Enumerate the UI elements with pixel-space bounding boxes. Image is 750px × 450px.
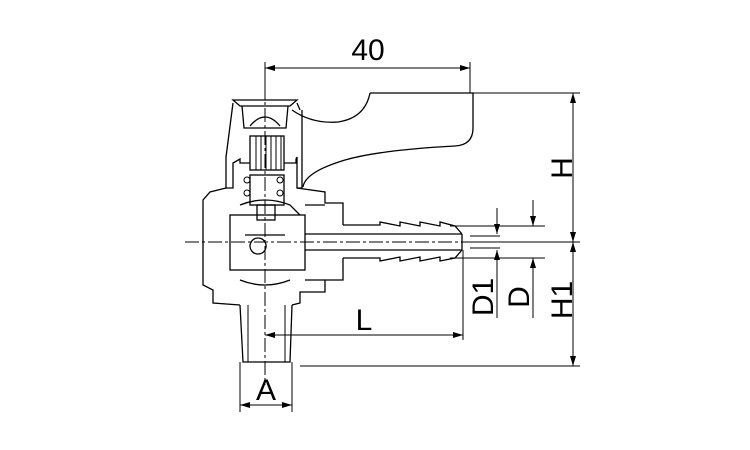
dimension-label-D1: D1 (467, 278, 500, 316)
dimension-lines (239, 62, 580, 412)
threaded-end (239, 304, 293, 363)
dimension-label-A: A (256, 374, 276, 407)
centerlines (185, 62, 580, 385)
bonnet (225, 110, 303, 189)
handle (291, 92, 474, 188)
hose-barb (305, 221, 500, 262)
stem (243, 135, 285, 221)
dimension-label-L: L (356, 304, 373, 337)
dimension-label-40: 40 (351, 34, 384, 67)
dimension-label-H: H (546, 157, 579, 179)
valve-body (202, 187, 344, 306)
dimension-label-H1: H1 (546, 281, 579, 319)
dimension-label-D: D (503, 286, 536, 308)
cap (225, 99, 301, 158)
